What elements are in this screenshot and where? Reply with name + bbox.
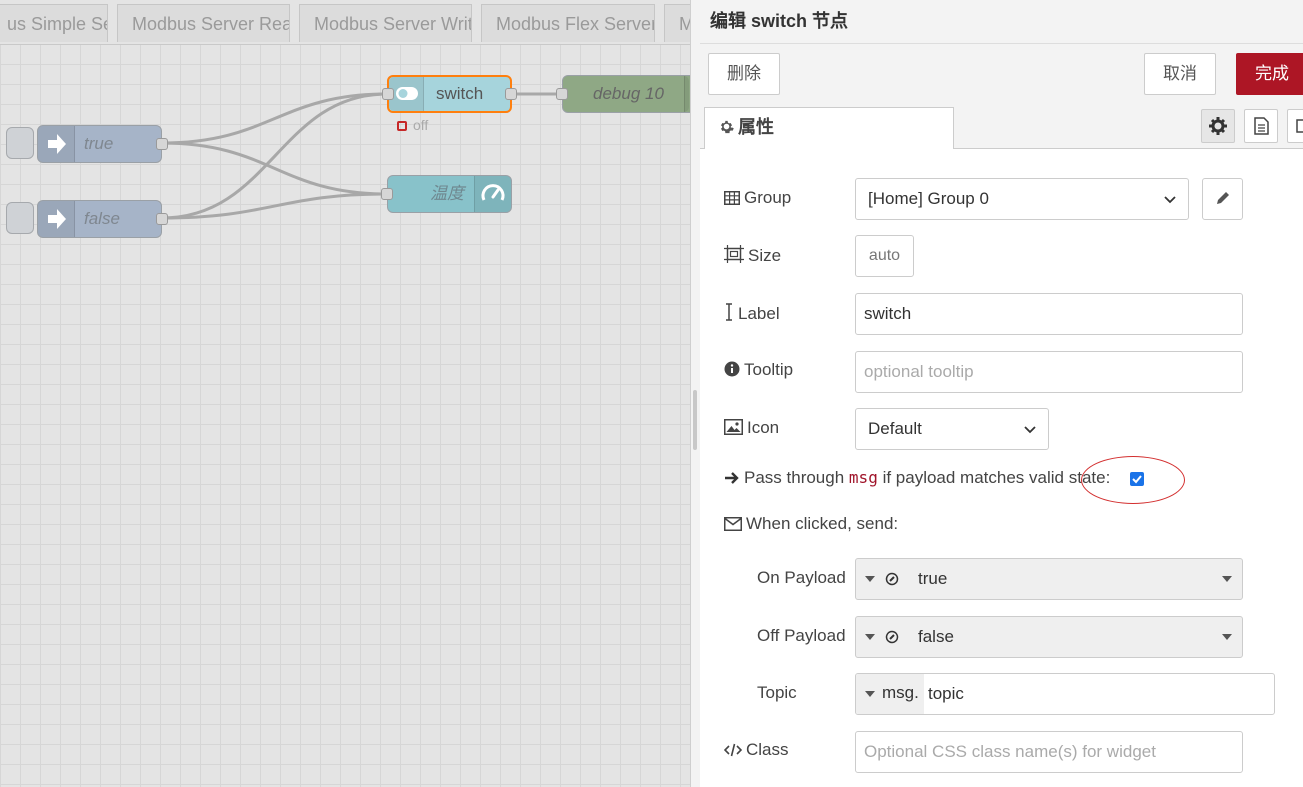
checkmark-icon [1132, 475, 1142, 484]
value-dropdown-icon[interactable] [1222, 634, 1232, 640]
inject-true-label: true [84, 134, 114, 153]
topic-type-selector[interactable]: msg. [856, 674, 924, 714]
settings-tab-button[interactable] [1201, 109, 1235, 143]
switch-node[interactable]: switch [382, 75, 517, 113]
icon-select[interactable]: Default [855, 408, 1049, 450]
tab-properties[interactable]: 属性 [704, 107, 954, 149]
output-port[interactable] [156, 213, 168, 225]
status-off-icon [397, 121, 407, 131]
debug-toggle-icon[interactable] [684, 76, 689, 112]
label-label: Label [724, 303, 780, 324]
resize-frame-icon [724, 245, 744, 263]
boolean-type-icon [885, 630, 899, 644]
chevron-down-icon [1024, 426, 1036, 434]
flow-wires [161, 92, 562, 220]
on-payload-typed-input[interactable]: true [855, 558, 1243, 600]
topic-typed-input[interactable]: msg. topic [855, 673, 1275, 715]
type-dropdown-icon [865, 691, 875, 697]
debug-node-label: debug 10 [593, 84, 664, 103]
wire-true-to-gauge [161, 141, 388, 196]
boolean-type-icon [885, 572, 899, 586]
gear-icon [720, 120, 734, 134]
description-tab-button[interactable] [1244, 109, 1278, 143]
flow-workspace[interactable]: us Simple Ser Modbus Server Rea Modbus S… [0, 0, 690, 787]
input-port[interactable] [556, 88, 568, 100]
editor-tab-strip: 属性 [700, 104, 1303, 149]
gauge-node-label: 温度 [430, 184, 464, 203]
group-label: Group [724, 188, 791, 208]
type-dropdown-icon[interactable] [865, 634, 875, 640]
chevron-down-icon [1164, 196, 1176, 204]
image-icon [724, 419, 743, 435]
output-port[interactable] [505, 88, 517, 100]
edit-node-panel: 编辑 switch 节点 删除 取消 完成 属性 Group [Home] Gr… [700, 0, 1303, 787]
gauge-node[interactable]: 温度 [381, 175, 512, 213]
editor-toolbar: 删除 取消 完成 [700, 44, 1303, 105]
delete-button[interactable]: 删除 [708, 53, 780, 95]
frame-icon [1296, 119, 1303, 133]
table-icon [724, 191, 740, 205]
inject-node-false[interactable]: false [37, 200, 168, 238]
type-dropdown-icon[interactable] [865, 576, 875, 582]
document-icon [1254, 117, 1269, 135]
topic-label: Topic [757, 683, 797, 702]
size-label: Size [724, 245, 781, 266]
editor-title: 编辑 switch 节点 [700, 0, 1303, 44]
edit-group-button[interactable] [1202, 178, 1243, 220]
value-dropdown-icon[interactable] [1222, 576, 1232, 582]
inject-true-button[interactable] [6, 127, 34, 159]
info-icon [724, 361, 740, 377]
wire-true-to-switch [161, 92, 388, 145]
switch-node-label: switch [436, 84, 484, 103]
wire-false-to-gauge [161, 192, 388, 220]
flow-tab-modbus-flex[interactable]: Modbus Flex Server [481, 4, 655, 42]
appearance-tab-button[interactable] [1287, 109, 1303, 143]
tooltip-label: Tooltip [724, 360, 793, 380]
flow-tab-modbus-write[interactable]: Modbus Server Writ [299, 4, 472, 42]
class-label: Class [723, 740, 789, 760]
gear-icon [1209, 117, 1227, 135]
input-port[interactable] [382, 88, 394, 100]
envelope-icon [724, 517, 742, 531]
done-button[interactable]: 完成 [1236, 53, 1303, 95]
label-input[interactable]: switch [855, 293, 1243, 335]
cancel-button[interactable]: 取消 [1144, 53, 1216, 95]
pencil-icon [1217, 192, 1229, 204]
panel-resize-divider[interactable] [690, 0, 701, 787]
debug-node[interactable]: debug 10 [556, 75, 690, 113]
flow-tab-bar: us Simple Ser Modbus Server Rea Modbus S… [0, 0, 690, 45]
group-select[interactable]: [Home] Group 0 [855, 178, 1189, 220]
inject-node-true[interactable]: true [37, 125, 168, 163]
inject-arrow-icon [38, 126, 75, 162]
output-port[interactable] [156, 138, 168, 150]
class-input[interactable]: Optional CSS class name(s) for widget [855, 731, 1243, 773]
text-cursor-icon [726, 303, 732, 321]
pass-through-label: Pass through msg if payload matches vali… [724, 468, 1110, 488]
gauge-icon [474, 176, 511, 212]
on-payload-label: On Payload [757, 568, 846, 587]
tooltip-input[interactable]: optional tooltip [855, 351, 1243, 393]
inject-false-label: false [84, 209, 120, 228]
when-clicked-label: When clicked, send: [724, 514, 898, 534]
toggle-icon [389, 77, 424, 111]
arrow-right-icon [725, 472, 739, 484]
flow-tab-modbus-simple[interactable]: us Simple Ser [0, 4, 108, 42]
off-payload-typed-input[interactable]: false [855, 616, 1243, 658]
input-port[interactable] [381, 188, 393, 200]
topic-value[interactable]: topic [928, 684, 964, 703]
flow-tab-more[interactable]: M [664, 4, 690, 42]
resize-grip-icon [693, 390, 697, 450]
wire-false-to-switch [161, 92, 388, 220]
switch-node-status: off [397, 117, 428, 133]
pass-through-checkbox[interactable] [1130, 472, 1144, 486]
icon-label: Icon [724, 418, 779, 438]
inject-arrow-icon [38, 201, 75, 237]
code-icon [723, 743, 743, 757]
off-payload-label: Off Payload [757, 626, 846, 645]
inject-false-button[interactable] [6, 202, 34, 234]
size-button[interactable]: auto [855, 235, 914, 277]
flow-tab-modbus-read[interactable]: Modbus Server Rea [117, 4, 290, 42]
